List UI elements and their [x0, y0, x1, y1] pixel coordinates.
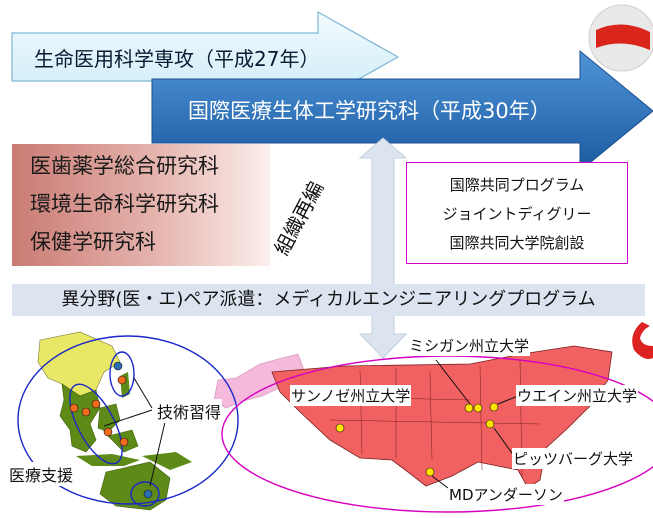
- michigan-state-label: ミシガン州立大学: [408, 335, 531, 356]
- former-school-item: 環境生命科学研究科: [30, 192, 219, 216]
- san-jose-state-label: サンノゼ州立大学: [290, 385, 412, 406]
- wayne-state-label: ウエイン州立大学: [516, 385, 639, 406]
- asia-oval-south: [130, 481, 160, 507]
- program-item: 国際共同プログラム: [449, 176, 585, 194]
- arrow-shape-graduate-school: [151, 49, 653, 173]
- usa-site-dots: [335, 359, 519, 489]
- former-schools-box: 医歯薬学総合研究科 環境生命科学研究科 保健学研究科: [12, 144, 270, 266]
- double-arrow-connector: [358, 137, 408, 359]
- graduate-school-label: 国際医療生体工学研究科（平成30年）: [188, 99, 551, 123]
- asia-oval-region: [69, 383, 123, 465]
- md-anderson-label: MDアンダーソン: [448, 484, 564, 505]
- dispatch-banner: 異分野(医・エ)ペア派遣：メディカルエンジニアリングプログラム: [12, 284, 645, 316]
- master-course-label: 生命医用科学専攻（平成27年）: [34, 47, 320, 71]
- dispatch-banner-text: 異分野(医・エ)ペア派遣：メディカルエンジニアリングプログラム: [61, 289, 596, 310]
- former-school-item: 保健学研究科: [30, 230, 156, 254]
- usa-oval: [221, 355, 653, 513]
- asia-oval-north: [109, 351, 135, 397]
- asia-large-oval: [17, 335, 239, 505]
- programs-box: 国際共同プログラム ジョイントディグリー 国際共同大学院創設: [406, 162, 628, 264]
- program-item: ジョイントディグリー: [442, 205, 592, 223]
- former-school-item: 医歯薬学総合研究科: [30, 154, 219, 178]
- innovation-sphere-logo: [588, 4, 653, 72]
- technical-training-label: 技術習得: [156, 399, 223, 423]
- medical-support-label: 医療支援: [8, 462, 75, 486]
- asia-site-dots: [69, 361, 153, 499]
- red-ornament: [632, 322, 653, 359]
- pittsburgh-label: ピッツバーグ大学: [512, 448, 635, 469]
- program-item: 国際共同大学院創設: [449, 234, 585, 252]
